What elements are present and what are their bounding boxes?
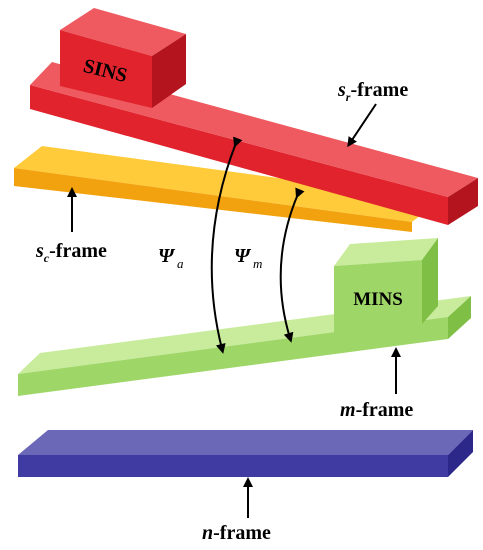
sr-frame-sub: r (346, 90, 351, 104)
sc-frame-letter: s (35, 240, 44, 262)
sr-frame-suffix: -frame (350, 79, 408, 101)
sr-frame-label: sr-frame (337, 79, 408, 104)
n-frame-bar-front (18, 455, 448, 477)
mins-box-side (422, 238, 438, 324)
n-frame-bar-top (18, 430, 473, 455)
m-frame-bar-front (18, 317, 448, 396)
psi-a-symbol: Ψ (158, 245, 176, 267)
n-frame-bar-side (448, 430, 473, 477)
sc-frame-label: sc-frame (35, 240, 107, 265)
sc-frame-suffix: -frame (49, 240, 107, 262)
m-frame-bar-side (448, 296, 471, 339)
psi-m-arc-line (279, 187, 305, 343)
m-frame-suffix: -frame (356, 399, 414, 421)
n-frame-suffix: -frame (213, 522, 271, 544)
psi-a-arc (210, 136, 243, 354)
sr-frame-letter: s (337, 79, 346, 101)
mins-label: MINS (353, 289, 403, 310)
sins-box-top (60, 8, 186, 56)
sins-box-front (60, 30, 152, 108)
psi-m-symbol: Ψ (234, 245, 252, 267)
psi-a-arc-line (210, 136, 243, 354)
psi-m-arc (279, 187, 305, 343)
n-frame-bar (18, 430, 473, 477)
mins-box-front (334, 260, 422, 334)
m-frame-letter: m (340, 399, 356, 421)
psi-m-sub: m (253, 256, 262, 271)
n-frame-letter: n (202, 522, 213, 544)
sr-frame-pointer-arrow (347, 103, 377, 148)
mins-box: MINS (334, 238, 438, 334)
m-frame-label: m-frame (340, 399, 413, 421)
sins-box-side (152, 34, 186, 108)
psi-a-sub: a (177, 256, 184, 271)
sc-frame-bar-front (14, 168, 412, 232)
sr-frame-bar-side (448, 178, 478, 225)
sins-box: SINS (60, 8, 186, 108)
mins-box-top (334, 238, 438, 266)
n-frame-label: n-frame (202, 522, 271, 544)
sc-frame-sub: c (44, 251, 50, 265)
